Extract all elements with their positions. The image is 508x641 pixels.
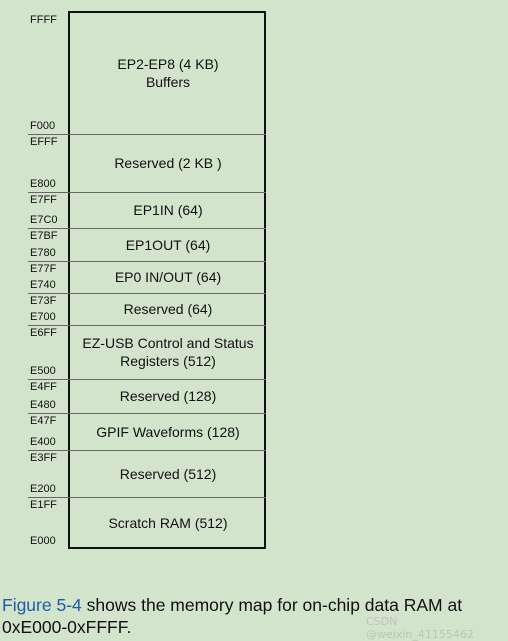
region-divider bbox=[28, 325, 266, 326]
address-low-e700: E700 bbox=[30, 311, 56, 323]
region-label: EP0 IN/OUT (64) bbox=[114, 269, 222, 285]
address-low-e800: E800 bbox=[30, 178, 56, 190]
address-high-e7bf: E7BF bbox=[30, 230, 58, 242]
region-label: Reserved (512) bbox=[119, 465, 217, 482]
region-label: EP1OUT (64) bbox=[125, 236, 211, 253]
region-divider bbox=[28, 228, 266, 229]
memory-map-box bbox=[68, 11, 266, 549]
region-label: Reserved (64) bbox=[123, 301, 213, 317]
address-high-e4ff: E4FF bbox=[30, 381, 57, 393]
address-high-efff: EFFF bbox=[30, 136, 58, 148]
region-divider bbox=[28, 379, 266, 380]
address-low-e400: E400 bbox=[30, 436, 56, 448]
address-low-e740: E740 bbox=[30, 279, 56, 291]
address-low-f000: F000 bbox=[30, 120, 56, 132]
region-divider bbox=[28, 261, 266, 262]
region-label: EZ-USB Control and Status Registers (512… bbox=[82, 335, 254, 369]
region-label: GPIF Waveforms (128) bbox=[96, 423, 240, 440]
region-label: Reserved (128) bbox=[119, 388, 217, 404]
address-low-e200: E200 bbox=[30, 483, 56, 495]
region-label: Scratch RAM (512) bbox=[108, 515, 228, 531]
region-divider bbox=[28, 497, 266, 498]
region-divider bbox=[28, 134, 266, 135]
region-label: Reserved (2 KB ) bbox=[114, 155, 222, 171]
address-high-e1ff: E1FF bbox=[30, 499, 57, 511]
region-divider bbox=[28, 192, 266, 193]
figure-caption: Figure 5-4 shows the memory map for on-c… bbox=[2, 594, 508, 638]
address-high-e3ff: E3FF bbox=[30, 452, 57, 464]
region-divider bbox=[28, 293, 266, 294]
watermark: CSDN @weixin_41155462 bbox=[366, 615, 474, 641]
region-divider bbox=[28, 450, 266, 451]
address-low-e500: E500 bbox=[30, 365, 56, 377]
address-high-ffff: FFFF bbox=[30, 14, 57, 26]
caption-text: shows the memory map for on-chip data RA… bbox=[2, 595, 463, 637]
address-high-e73f: E73F bbox=[30, 295, 57, 307]
region-label: EP1IN (64) bbox=[133, 202, 203, 218]
address-high-e77f: E77F bbox=[30, 263, 57, 275]
address-low-e7c0: E7C0 bbox=[30, 214, 58, 226]
address-low-e480: E480 bbox=[30, 399, 56, 411]
address-low-e000: E000 bbox=[30, 535, 56, 547]
figure-link[interactable]: Figure 5-4 bbox=[2, 595, 82, 615]
address-high-e7ff: E7FF bbox=[30, 194, 57, 206]
address-high-e47f: E47F bbox=[30, 415, 57, 427]
address-low-e780: E780 bbox=[30, 247, 56, 259]
address-high-e6ff: E6FF bbox=[30, 327, 57, 339]
region-label: EP2-EP8 (4 KB) Buffers bbox=[117, 56, 219, 90]
region-divider bbox=[28, 413, 266, 414]
